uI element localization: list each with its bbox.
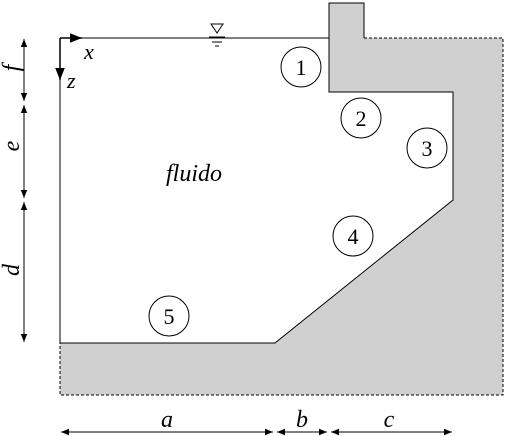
marker-circle-5	[148, 295, 190, 337]
right-wall	[60, 3, 503, 395]
horizontal-dimensions: a b c	[61, 407, 452, 436]
surface-markers: 1 2 3 4 5	[148, 46, 448, 337]
wall-outline	[60, 2, 454, 344]
dim-d-label: d	[0, 263, 25, 276]
marker-circle-4	[332, 215, 374, 257]
marker-circle-2	[340, 97, 382, 139]
wall-outer-dashed	[59, 37, 504, 396]
z-axis-label: z	[66, 68, 76, 93]
fluid-label: fluido	[166, 161, 222, 187]
solid-walls	[59, 2, 504, 396]
marker-circle-3	[406, 127, 448, 169]
marker-label-5: 5	[164, 304, 175, 329]
vertical-dimensions: f e d	[0, 39, 28, 342]
marker-label-4: 4	[348, 224, 359, 249]
fluid-region	[59, 37, 329, 343]
marker-circle-1	[280, 46, 322, 88]
dim-f-label: f	[0, 61, 25, 71]
free-surface-symbol-icon	[209, 23, 225, 47]
marker-label-3: 3	[422, 136, 433, 161]
dim-a-label: a	[161, 407, 173, 433]
marker-label-1: 1	[296, 55, 307, 80]
dim-e-label: e	[0, 140, 25, 151]
coordinate-axes: x z	[55, 33, 94, 93]
dim-c-label: c	[384, 407, 395, 433]
x-axis-label: x	[83, 39, 94, 64]
dim-b-label: b	[296, 407, 308, 433]
marker-label-2: 2	[356, 106, 367, 131]
